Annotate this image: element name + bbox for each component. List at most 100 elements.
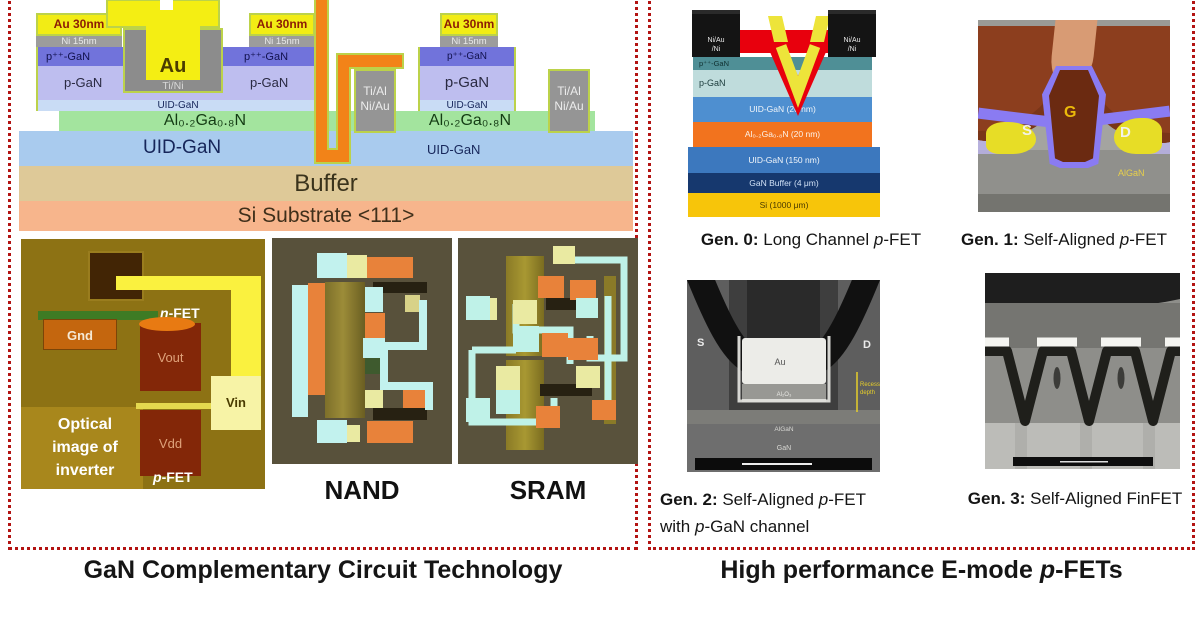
metal-pad [576,298,598,318]
sram-label: SRAM [509,475,587,505]
metal-pad [347,255,367,278]
gate-label: G [1064,104,1077,121]
gen2-tem-image: Au Al₂O₃ S D AlGaN GaN Recess depth [687,280,880,472]
inverter-optical-image: Gnd n-FET Vout Vin Vdd p-FET Optical ima… [21,239,265,489]
gen1-caption-post: -FET [1129,230,1167,249]
gen2-caption2-pre: with [660,517,695,536]
uid-thin-label: UID-GaN [157,100,199,111]
layer-uid-thin: UID-GaN [420,100,514,111]
metal-trace [116,276,261,290]
right-panel-title: High performance E-mode p-FETs [648,556,1195,585]
nand-label: NAND [324,475,400,505]
metal-pad [592,400,616,420]
recess-label-1: Recess [860,382,880,388]
algan-label: AlGaN [1118,168,1145,178]
gate-v [775,44,821,108]
gen0-contact-label-2: /Ni [711,46,721,53]
metal-pad [365,287,383,312]
metal-pad [466,398,490,422]
metal-pad [365,390,383,408]
inverter-caption: Optical image of inverter [35,413,135,483]
layer-si-substrate: Si Substrate <111> [19,201,633,231]
gan-label: GaN [777,445,791,452]
ohmic-label-1: Ti/Al [363,84,387,98]
right-title-italic: p [1039,556,1056,584]
left-panel: Si Substrate <111> Buffer UID-GaN UID-Ga… [8,0,638,550]
gen0-caption-bold: Gen. 0: [700,230,759,249]
recess-label-2: depth [860,390,875,396]
void [1117,367,1125,389]
gen0-contact-label-1: Ni/Au [707,37,725,44]
layer-uid-thin: UID-GaN [38,100,317,111]
ni-pad-label: Ni 15nm [264,36,300,47]
gen0-contact: Ni/Au /Ni [692,10,740,57]
ohmic-contact: Ti/Al Ni/Au [548,69,590,133]
trace-path [380,300,433,410]
sram-optical-image [458,238,638,464]
metal-pad [363,338,385,358]
inverter-caption-line3: inverter [55,462,115,480]
inverter-caption-line2: image of [52,439,118,457]
cross-section-diagram: Si Substrate <111> Buffer UID-GaN UID-Ga… [19,0,633,231]
metal-pad [496,390,520,414]
pfet-label-italic: p [153,469,162,485]
algan-label-right: Al₀.₂Ga₀.₈N [428,112,512,129]
algan-label-left: Al₀.₂Ga₀.₈N [163,112,247,129]
gen0-layer-uid20: UID-GaN (20 nm) [693,97,872,122]
gate-tab [810,16,830,42]
gate-trench [1049,70,1099,162]
gen0-layer-uid150: UID-GaN (150 nm) [688,147,880,173]
algan-label: AlGaN [774,426,793,433]
layer-pppgan: p⁺⁺-GaN [420,47,514,66]
gen0-si-label: Si (1000 μm) [759,200,809,210]
gen0-pgan-label: p-GaN [699,78,726,88]
dark-row [373,408,427,420]
uid-gan-label-left: UID-GaN [143,137,222,158]
metal-pad [568,338,598,360]
right-device-mesa: p⁺⁺-GaN p-GaN UID-GaN [418,47,516,111]
source-metal [986,122,1036,154]
gen2-caption-post: -FET [828,490,866,509]
metal-pad [576,366,600,388]
au-gate-block [742,338,826,384]
gen0-layer-algan: Al₀.₂Ga₀.₈N (20 nm) [693,122,872,147]
right-title-pre: High performance E-mode [720,556,1040,584]
metal-pad [496,366,520,390]
ohmic-label-1: Ti/Al [557,84,581,98]
layer-pgan: p-GaN [420,66,514,100]
ni-pad-label: Ni 15nm [451,36,487,47]
metal-pad [308,345,325,395]
left-panel-title: GaN Complementary Circuit Technology [83,556,563,584]
gate-fill [146,26,200,80]
source-label: S [697,337,704,349]
vdd-label: Vdd [158,435,183,451]
drain-label: D [1120,124,1131,141]
gate-strip [325,282,365,418]
gate-liner-label: Ti/Ni [162,80,184,92]
pgan-label: p-GaN [444,74,490,91]
pppgan-label: p⁺⁺-GaN [244,51,289,63]
gen3-caption-pre: Self-Aligned FinFET [1025,489,1183,508]
metal-pad [365,313,385,338]
gen0-pppgan-label: p⁺⁺-GaN [699,59,730,68]
source-label: S [1022,122,1033,139]
gen0-caption: Gen. 0: Long Channel p-FET [661,227,961,253]
metal-pad [513,326,539,352]
gap-region [747,280,820,338]
au-pad-label: Au 30nm [256,17,308,31]
gate-top-notch [160,0,173,10]
vin-label: Vin [226,395,246,410]
dark-row [373,282,427,293]
void [1053,367,1061,389]
gnd-label: Gnd [67,328,93,343]
gen0-contact-label-2: /Ni [847,46,857,53]
metal-pad [405,295,420,312]
metal-pad [347,425,360,442]
gen1-caption-italic: p [1119,230,1130,249]
scale-bar [742,463,812,465]
drain-metal [1114,118,1162,154]
au-pad: Au 30nm [440,13,498,36]
gen1-sem-image: G S D AlGaN [978,20,1170,212]
